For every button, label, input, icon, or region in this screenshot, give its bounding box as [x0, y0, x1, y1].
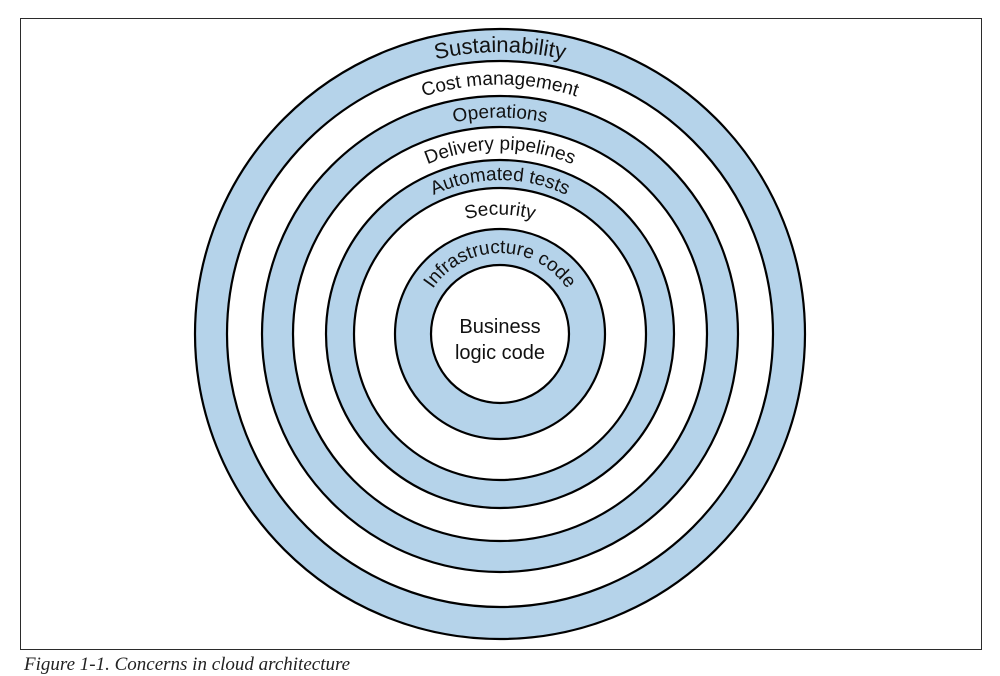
center-label-line-2: logic code — [455, 342, 545, 364]
center-label-line-1: Business — [459, 316, 540, 338]
center-circle-group: Business logic code — [455, 316, 545, 364]
figure-caption: Figure 1-1. Concerns in cloud architectu… — [24, 654, 351, 675]
center-circle — [429, 263, 571, 405]
rings-group — [193, 27, 807, 641]
